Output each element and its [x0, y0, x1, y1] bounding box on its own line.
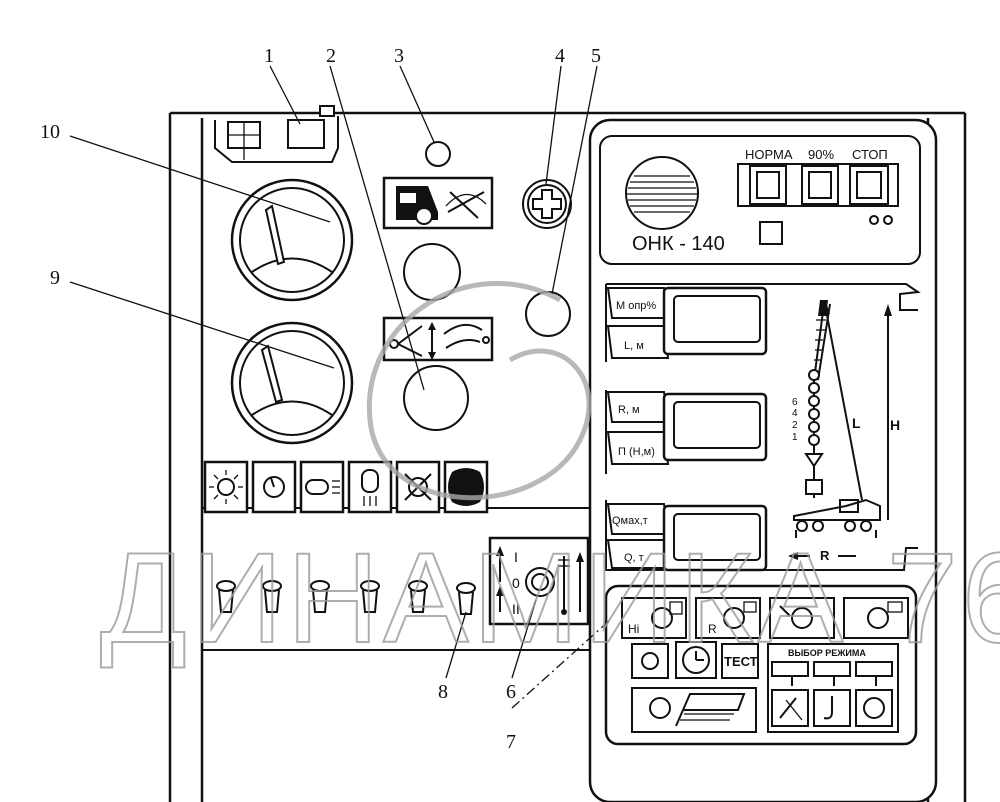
- callout-5: 5: [591, 45, 601, 67]
- callout-10: 10: [40, 121, 60, 143]
- crane-illustration: 6 4 2 1 L H R: [788, 300, 900, 563]
- mode-boom-button[interactable]: [771, 689, 809, 727]
- leader-lines: [69, 65, 611, 709]
- display-moment-length: М опр% L, м: [606, 286, 768, 359]
- crane-tilt-button[interactable]: [769, 597, 835, 639]
- lower-gauge: [230, 321, 354, 445]
- toggle-switches[interactable]: [216, 580, 476, 615]
- svg-text:R: R: [708, 622, 717, 636]
- svg-text:L, м: L, м: [624, 340, 644, 352]
- lamp-3: [425, 141, 451, 167]
- indicator-norma: НОРМА: [745, 147, 793, 162]
- callout-numbers: 1 2 3 4 5 6 7 8 9 10: [40, 45, 601, 753]
- callout-6: 6: [506, 681, 516, 703]
- cab-indicator: [382, 176, 494, 230]
- svg-text:4: 4: [792, 408, 798, 419]
- svg-text:Qмах,т: Qмах,т: [612, 515, 648, 527]
- test-button[interactable]: ТЕСТ: [721, 643, 759, 679]
- svg-text:Q, т: Q, т: [624, 552, 644, 564]
- indicator-stop: СТОП: [852, 147, 888, 162]
- round-lamp-large-2: [403, 365, 469, 431]
- crane-label-r: R: [820, 548, 830, 563]
- svg-text:М опр%: М опр%: [616, 300, 656, 312]
- onk-power-button[interactable]: [759, 221, 783, 245]
- svg-text:2: 2: [792, 420, 798, 431]
- display-radius-load: R, м П (Н,м): [606, 391, 768, 465]
- switch-pos-1: I: [514, 549, 518, 565]
- hook-button[interactable]: [843, 597, 909, 639]
- callout-1: 1: [264, 45, 274, 67]
- callout-8: 8: [438, 681, 448, 703]
- callout-9: 9: [50, 267, 60, 289]
- svg-text:П (Н,м): П (Н,м): [618, 446, 655, 458]
- svg-text:1: 1: [792, 432, 798, 443]
- top-bracket: [214, 105, 339, 163]
- svg-text:Hi: Hi: [628, 622, 639, 636]
- switch-row[interactable]: [203, 460, 489, 514]
- callout-7: 7: [506, 731, 516, 753]
- svg-text:ТЕСТ: ТЕСТ: [724, 654, 758, 669]
- svg-text:R, м: R, м: [618, 404, 640, 416]
- radius-button[interactable]: R: [695, 597, 761, 639]
- hi-button[interactable]: Hi: [621, 597, 687, 639]
- switch-pos-2: II: [512, 601, 520, 617]
- watermark-text: ДИНАМИКА 76: [100, 527, 1000, 670]
- display-capacity: Qмах,т Q, т: [606, 503, 768, 572]
- button-section: Hi R: [604, 584, 918, 746]
- mode-select-label: ВЫБОР РЕЖИМА: [788, 648, 866, 658]
- clock-button[interactable]: [675, 641, 717, 679]
- mode-hook-button[interactable]: [813, 689, 851, 727]
- display-section: [605, 283, 921, 571]
- crane-label-l: L: [852, 415, 861, 431]
- callout-3: 3: [394, 45, 404, 67]
- callout-4: 4: [555, 45, 565, 67]
- svg-text:6: 6: [792, 397, 798, 408]
- switch-pos-0: 0: [512, 575, 520, 591]
- mode-round-button[interactable]: [855, 689, 893, 727]
- indicator-90: 90%: [808, 147, 834, 162]
- mode-selector-switch[interactable]: I 0 II: [488, 536, 590, 626]
- round-button[interactable]: [631, 643, 669, 679]
- watermark: ДИНАМИКА 76: [99, 281, 1000, 671]
- ribbon-button[interactable]: [631, 687, 757, 733]
- crane-label-h: H: [890, 417, 900, 433]
- onk-model-label: ОНК - 140: [632, 233, 725, 255]
- callout-2: 2: [326, 45, 336, 67]
- upper-gauge: [230, 178, 354, 302]
- speaker-grille: [625, 156, 699, 230]
- round-lamp-5: [525, 291, 571, 337]
- crosshair-button[interactable]: [522, 179, 572, 229]
